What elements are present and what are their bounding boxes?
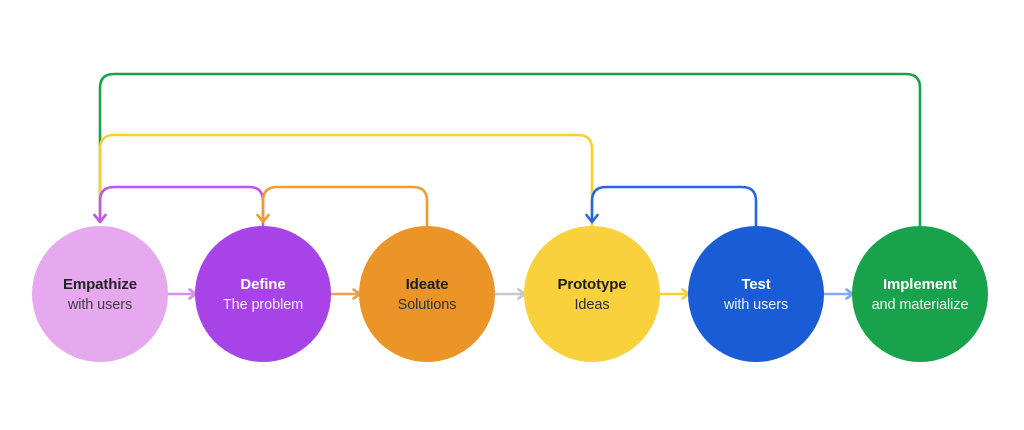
- stage-title: Empathize: [62, 275, 138, 293]
- stage-title: Prototype: [557, 275, 627, 293]
- forward-arrow-ideate-to-prototype: [492, 288, 527, 300]
- stage-title: Ideate: [405, 275, 449, 293]
- feedback-arrow-implement-to-empathize: [93, 72, 922, 229]
- stage-subtitle: Solutions: [397, 296, 457, 313]
- stage-circle-implement: Implement and materialize: [852, 226, 988, 362]
- feedback-arrow-test-to-prototype: [585, 185, 758, 229]
- stage-title: Test: [741, 275, 771, 293]
- forward-arrow-test-to-implement: [821, 288, 855, 300]
- stage-title: Define: [240, 275, 286, 293]
- feedback-arrow-define-to-empathize: [93, 185, 265, 229]
- stage-subtitle: with users: [723, 296, 789, 313]
- feedback-arrow-ideate-to-define: [256, 185, 429, 229]
- stage-subtitle: Ideas: [574, 296, 610, 313]
- stage-circle-define: Define The problem: [195, 226, 331, 362]
- forward-arrow-define-to-ideate: [328, 288, 362, 300]
- stage-circle-prototype: Prototype Ideas: [524, 226, 660, 362]
- stage-subtitle: with users: [67, 296, 133, 313]
- stage-subtitle: The problem: [222, 296, 304, 313]
- forward-arrow-prototype-to-test: [657, 288, 691, 300]
- stage-circle-test: Test with users: [688, 226, 824, 362]
- stage-subtitle: and materialize: [871, 296, 969, 313]
- forward-arrow-empathize-to-define: [165, 288, 198, 300]
- stage-circle-empathize: Empathize with users: [32, 226, 168, 362]
- stage-circle-ideate: Ideate Solutions: [359, 226, 495, 362]
- stage-title: Implement: [882, 275, 958, 293]
- feedback-arrow-prototype-to-empathize: [93, 133, 594, 229]
